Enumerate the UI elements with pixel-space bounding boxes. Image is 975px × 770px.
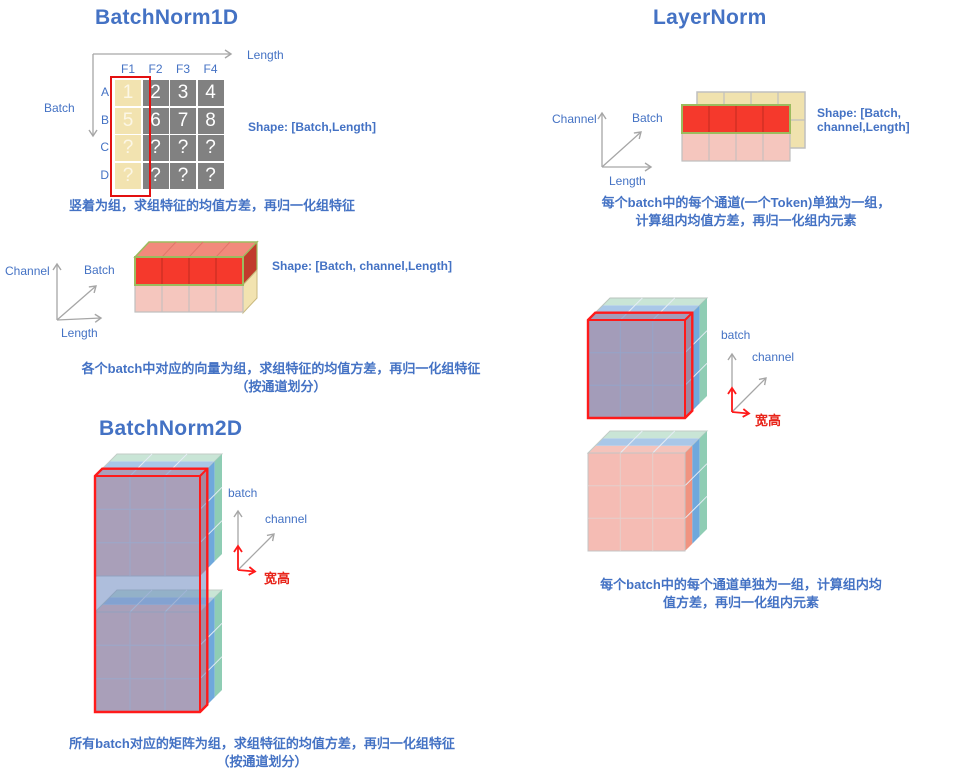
- table-cell: ?: [115, 162, 141, 189]
- batch-arrow: [56, 285, 97, 321]
- table-cell: ?: [170, 162, 196, 189]
- layernorm-title: LayerNorm: [653, 6, 767, 29]
- table-cell: ?: [115, 135, 141, 161]
- table-cell: ?: [197, 135, 224, 161]
- bn2d-axes: [233, 509, 275, 576]
- col-header: F1: [120, 62, 135, 76]
- bn1d-mid-shape-label: Shape: [Batch, channel,Length]: [272, 259, 453, 273]
- bn2d-caption-line2: （按通道划分）: [216, 754, 308, 769]
- bn1d-title: BatchNorm1D: [95, 6, 239, 29]
- layernorm-mid-caption-line1: 每个batch中的每个通道单独为一组，计算组内均: [600, 577, 882, 592]
- batch-axis-label: Batch: [632, 111, 663, 125]
- channel-axis-label: Channel: [5, 264, 50, 278]
- bn1d-caption: 竖着为组，求组特征的均值方差，再归一化组特征: [68, 198, 355, 213]
- bn1d-mid-box: [133, 240, 259, 315]
- table-cell: 4: [197, 80, 224, 106]
- channel-arrow: [237, 533, 275, 571]
- batch-axis-label: Batch: [84, 263, 115, 277]
- bn2d-highlight-slab: [93, 467, 209, 714]
- channel-axis-label: Channel: [552, 112, 597, 126]
- row-header: C: [100, 140, 109, 154]
- wh-axis-label: 宽高: [755, 413, 782, 428]
- table-cell: 7: [170, 107, 196, 134]
- layernorm-layers: [681, 91, 806, 162]
- channel-axis-label: channel: [265, 512, 308, 526]
- table-cell: 1: [115, 80, 141, 106]
- table-cell: ?: [142, 135, 169, 161]
- table-cell: 8: [197, 107, 224, 134]
- wh-axis-label: 宽高: [264, 571, 291, 586]
- table-cell: ?: [142, 162, 169, 189]
- wh-right-arrow: [731, 408, 751, 418]
- row-header: A: [100, 85, 109, 99]
- layernorm-caption-line1: 每个batch中的每个通道(一个Token)单独为一组，: [601, 195, 891, 210]
- length-axis-label: Length: [247, 48, 284, 62]
- bn1d-mid-caption-line1: 各个batch中对应的向量为组，求组特征的均值方差，再归一化组特征: [81, 361, 481, 376]
- table-cell: 6: [142, 107, 169, 134]
- channel-arrow: [731, 377, 767, 413]
- layernorm-cube-highlighted: [586, 297, 709, 420]
- length-axis-label: Length: [61, 326, 98, 340]
- layernorm-mid-axes: [727, 352, 767, 418]
- table-cell: ?: [197, 162, 224, 189]
- bn2d-caption-line1: 所有batch对应的矩阵为组，求组特征的均值方差，再归一化组特征: [69, 736, 455, 751]
- layernorm-caption-line2: 计算组内均值方差，再归一化组内元素: [635, 213, 857, 228]
- table-cell: 3: [170, 80, 196, 106]
- channel-axis-label: channel: [752, 350, 795, 364]
- length-arrow: [56, 313, 103, 323]
- col-header: F2: [148, 62, 163, 76]
- batch-arrow: [601, 131, 642, 168]
- layernorm-axes: [597, 111, 653, 172]
- bn1d-axes: [88, 49, 233, 138]
- wh-right-arrow: [237, 566, 257, 576]
- red-highlight-slab: [586, 311, 694, 420]
- layernorm-mid-caption-line2: 值方差，再归一化组内元素: [662, 595, 819, 610]
- layernorm-cube-plain: [586, 430, 709, 552]
- bn2d-title: BatchNorm2D: [99, 417, 243, 440]
- bn1d-shape-label: Shape: [Batch,Length]: [248, 120, 376, 134]
- bn1d-mid-caption-line2: （按通道划分）: [235, 379, 327, 394]
- highlighted-column-border: [110, 76, 151, 197]
- batch-axis-label: batch: [721, 328, 751, 342]
- batch-axis-label: Batch: [44, 101, 75, 115]
- table-cell: 2: [142, 80, 169, 106]
- bn1d-table: 1 2 3 4 5 6 7 8 ? ? ? ? ? ? ? ?: [115, 80, 224, 189]
- batch-axis-label: batch: [228, 486, 258, 500]
- length-axis-label: Length: [609, 174, 646, 188]
- bn1d-mid-axes: [52, 262, 103, 323]
- row-header: B: [100, 112, 109, 127]
- col-header: F4: [203, 62, 218, 76]
- col-header: F3: [175, 62, 190, 76]
- layernorm-shape-label: Shape: [Batch, channel,Length]: [817, 106, 910, 134]
- table-cell: 5: [115, 107, 141, 134]
- table-cell: ?: [170, 135, 196, 161]
- row-header: D: [100, 167, 109, 182]
